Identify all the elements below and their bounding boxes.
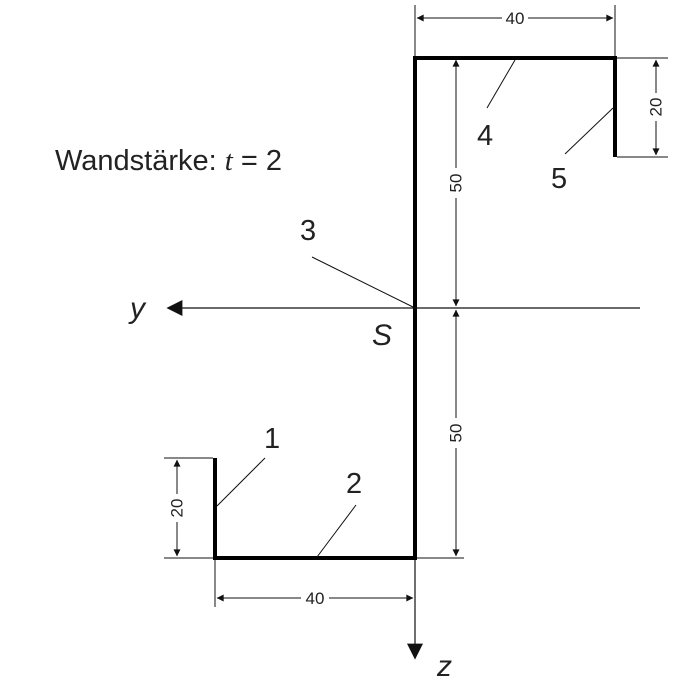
- segment-4-label: 4: [477, 120, 493, 152]
- dimension-bottom-width: 40: [214, 560, 416, 608]
- dimension-left-flange-text: 20: [168, 499, 187, 518]
- dimension-lower-web: 50: [417, 309, 466, 559]
- leader-5: [564, 107, 614, 155]
- dimension-left-flange: 20: [164, 457, 213, 559]
- leader-3: [311, 256, 414, 308]
- segment-2-label: 2: [346, 468, 362, 500]
- dimension-bottom-width-text: 40: [306, 589, 325, 608]
- leader-4: [486, 59, 516, 109]
- dimension-right-flange-text: 20: [647, 98, 666, 117]
- leader-2: [316, 504, 357, 558]
- dimension-lower-web-text: 50: [447, 424, 466, 443]
- dimension-top-width: 40: [414, 5, 616, 56]
- wall-thickness-label: Wandstärke: t = 2: [55, 145, 282, 177]
- dimension-top-width-text: 40: [506, 9, 525, 28]
- leader-1: [216, 457, 266, 507]
- y-axis-label: y: [128, 292, 147, 325]
- segment-3-label: 3: [300, 215, 316, 247]
- centroid-label: S: [372, 319, 392, 352]
- dimension-upper-web: 50: [447, 59, 466, 307]
- dimension-upper-web-text: 50: [447, 174, 466, 193]
- z-axis-label: z: [436, 650, 452, 683]
- segment-1-label: 1: [264, 423, 280, 455]
- dimension-right-flange: 20: [617, 57, 668, 158]
- segment-5-label: 5: [551, 163, 567, 195]
